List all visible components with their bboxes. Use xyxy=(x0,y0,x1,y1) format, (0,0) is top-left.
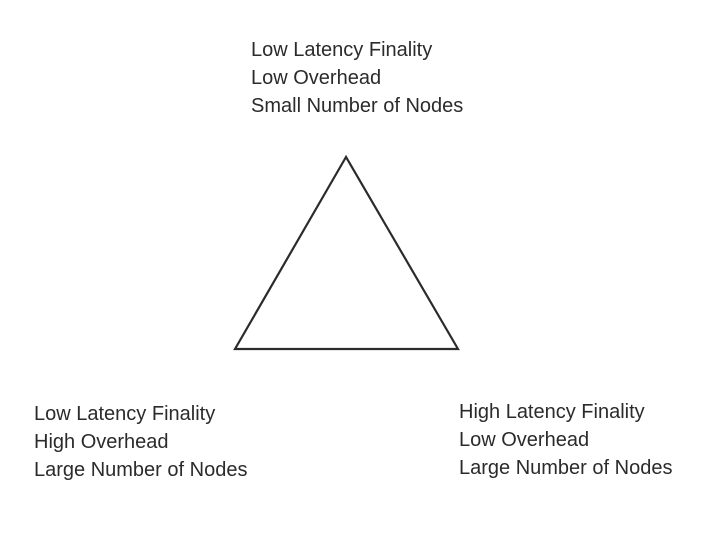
bottom-left-vertex-line-3: Large Number of Nodes xyxy=(34,459,248,481)
bottom-left-vertex-line-2: High Overhead xyxy=(34,431,169,453)
top-vertex-line-2: Low Overhead xyxy=(251,67,382,89)
top-vertex-line-1: Low Latency Finality xyxy=(251,39,433,61)
bottom-left-vertex-label: Low Latency Finality High Overhead Large… xyxy=(34,400,247,484)
bottom-right-vertex-line-3: Large Number of Nodes xyxy=(459,457,673,479)
bottom-right-vertex-line-1: High Latency Finality xyxy=(459,401,645,423)
bottom-left-vertex-line-1: Low Latency Finality xyxy=(34,403,216,425)
top-vertex-line-3: Small Number of Nodes xyxy=(251,95,464,117)
triangle-shape xyxy=(233,154,460,351)
top-vertex-label: Low Latency Finality Low Overhead Small … xyxy=(251,36,463,120)
bottom-right-vertex-line-2: Low Overhead xyxy=(459,429,590,451)
bottom-right-vertex-label: High Latency Finality Low Overhead Large… xyxy=(459,398,672,482)
